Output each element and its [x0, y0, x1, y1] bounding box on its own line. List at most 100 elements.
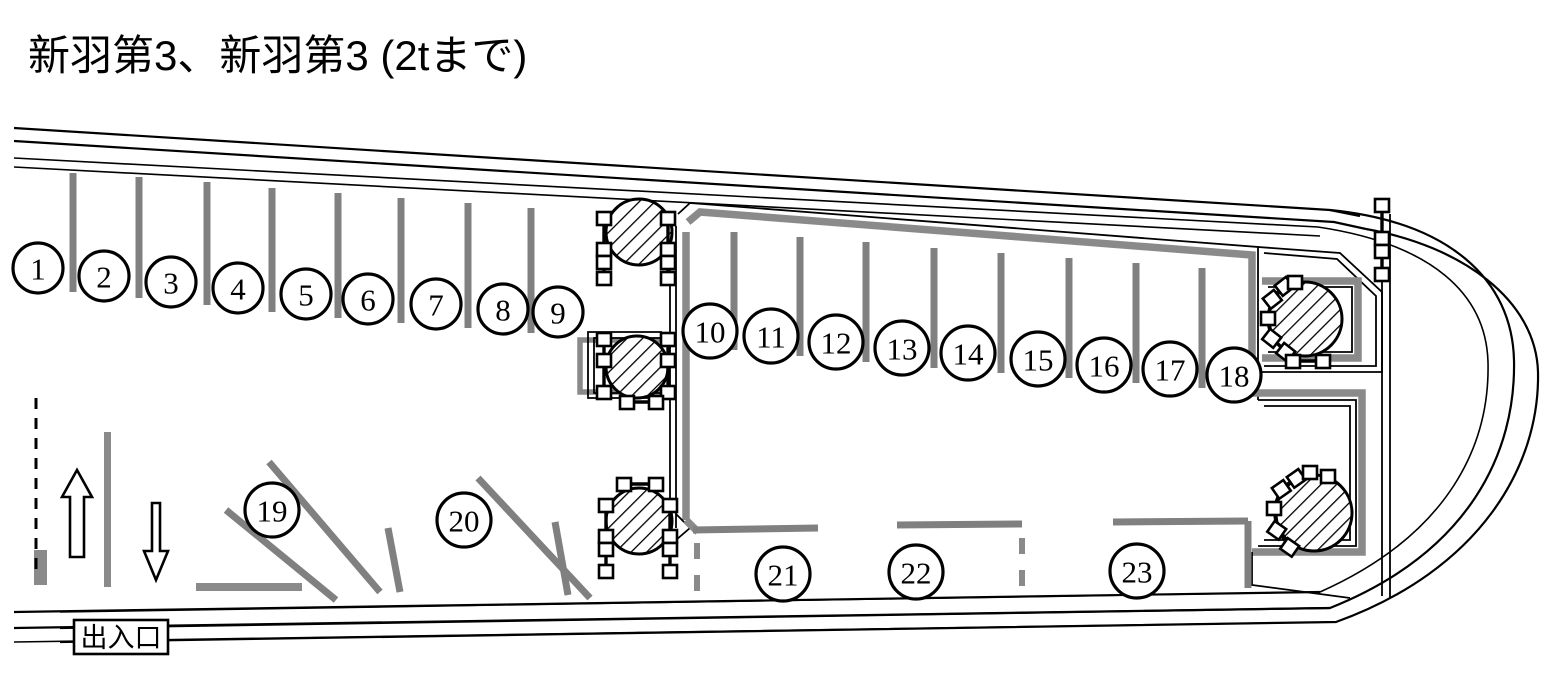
- stall-marker[interactable]: 7: [409, 277, 463, 331]
- stall-number-label: 18: [1219, 359, 1250, 394]
- stall-circle: [754, 545, 812, 603]
- stall-number-label: 6: [360, 283, 376, 318]
- page-title: 新羽第3、新羽第3 (2tまで): [28, 32, 528, 79]
- stall-circle: [1108, 542, 1166, 600]
- stall-circle: [279, 267, 333, 321]
- stall-marker[interactable]: 16: [1075, 336, 1133, 394]
- stall-number-label: 21: [768, 558, 799, 593]
- road-boundary-bottom: [13, 590, 1337, 643]
- stall-marker[interactable]: 14: [939, 324, 997, 382]
- stall-marker[interactable]: 18: [1205, 346, 1263, 404]
- bracket-fixture-bottom: [1284, 353, 1332, 370]
- stall-circle: [77, 249, 131, 303]
- stall-circle: [873, 319, 931, 377]
- stall-marker[interactable]: 4: [211, 261, 265, 315]
- stall-number-label: 11: [756, 320, 786, 355]
- turntable-bottom-left: [597, 476, 679, 580]
- stall-marker[interactable]: 13: [873, 319, 931, 377]
- stall-circle: [409, 277, 463, 331]
- stall-marker[interactable]: 15: [1009, 330, 1067, 388]
- stall-marker[interactable]: 9: [531, 285, 585, 339]
- stall-marker[interactable]: 10: [681, 302, 739, 360]
- stall-circle: [435, 491, 493, 549]
- stall-dividers-top-left: [69, 173, 535, 333]
- stall-circle: [1075, 336, 1133, 394]
- stall-circle: [144, 255, 198, 309]
- stall-number-label: 9: [550, 296, 566, 331]
- bracket-fixture-arc: [1265, 464, 1337, 559]
- stall-circle: [887, 543, 945, 601]
- bracket-fixture-top: [615, 476, 665, 493]
- stall-circle: [211, 261, 265, 315]
- turntable-right-lower: [1265, 464, 1354, 559]
- stall-number-label: 12: [821, 326, 852, 361]
- stall-number-label: 14: [953, 337, 985, 372]
- stall-dividers-bottom-right: [692, 517, 1252, 600]
- stall-number-label: 2: [96, 260, 112, 295]
- stall-circle: [807, 313, 865, 371]
- bracket-fixture-left: [597, 497, 615, 580]
- stall-number-label: 10: [695, 315, 726, 350]
- stall-number-label: 20: [449, 504, 480, 539]
- turntable-right-upper: [1259, 274, 1344, 370]
- bracket-fixture-arc: [1259, 274, 1304, 364]
- stall-number-label: 17: [1155, 353, 1186, 388]
- bracket-fixture-right: [659, 331, 677, 401]
- stall-circle: [742, 307, 800, 365]
- stall-number-label: 3: [163, 266, 179, 301]
- fence-posts-right: [1373, 197, 1391, 283]
- stall-marker[interactable]: 22: [887, 543, 945, 601]
- stall-circle: [1009, 330, 1067, 388]
- road-boundary-right: [59, 208, 1540, 644]
- stall-circle: [11, 241, 65, 295]
- stall-marker[interactable]: 21: [754, 545, 812, 603]
- turntable-top: [595, 197, 677, 287]
- stall-marker[interactable]: 2: [77, 249, 131, 303]
- stall-number-label: 23: [1122, 555, 1153, 590]
- stall-number-label: 8: [495, 293, 511, 328]
- arrow-down-icon: [142, 501, 170, 584]
- stall-marker[interactable]: 11: [742, 307, 800, 365]
- bracket-fixture-right: [661, 497, 679, 580]
- stall-number-label: 7: [428, 288, 444, 323]
- stall-marker[interactable]: 20: [435, 491, 493, 549]
- stall-dividers-top-right: [730, 232, 1206, 388]
- stall-number-label: 4: [230, 272, 246, 307]
- stall-marker[interactable]: 8: [476, 282, 530, 336]
- stall-circle: [243, 481, 301, 539]
- stall-circle: [1205, 346, 1263, 404]
- stall-marker[interactable]: 17: [1141, 340, 1199, 398]
- stall-number-label: 1: [30, 252, 46, 287]
- stall-number-label: 16: [1089, 349, 1120, 384]
- stall-marker[interactable]: 19: [243, 481, 301, 539]
- stall-circle: [1141, 340, 1199, 398]
- kerb-nub-left: [196, 583, 302, 591]
- stall-dividers-bottom-left: [34, 432, 593, 603]
- stall-number-label: 22: [901, 556, 932, 591]
- stall-number-label: 15: [1023, 343, 1054, 378]
- stall-circle: [939, 324, 997, 382]
- stall-marker[interactable]: 12: [807, 313, 865, 371]
- entrance-exit-label: 出入口: [72, 618, 170, 656]
- arrow-up-icon: [59, 467, 95, 559]
- stall-marker[interactable]: 6: [341, 272, 395, 326]
- stall-marker[interactable]: 5: [279, 267, 333, 321]
- stall-marker[interactable]: 1: [11, 241, 65, 295]
- stall-number-label: 19: [257, 494, 288, 529]
- stall-number-label: 13: [887, 332, 918, 367]
- stall-circle: [531, 285, 585, 339]
- bracket-fixture-left: [595, 210, 613, 287]
- bracket-fixture-right: [659, 210, 677, 287]
- entrance-exit-text: 出入口: [81, 623, 162, 653]
- stall-circle: [476, 282, 530, 336]
- stall-marker[interactable]: 3: [144, 255, 198, 309]
- stall-marker[interactable]: 23: [1108, 542, 1166, 600]
- stall-circle: [341, 272, 395, 326]
- bracket-fixture-left: [595, 331, 613, 401]
- stall-number-label: 5: [298, 278, 314, 313]
- bracket-fixture-bottom: [618, 394, 665, 411]
- turntable-mid-left: [595, 331, 677, 411]
